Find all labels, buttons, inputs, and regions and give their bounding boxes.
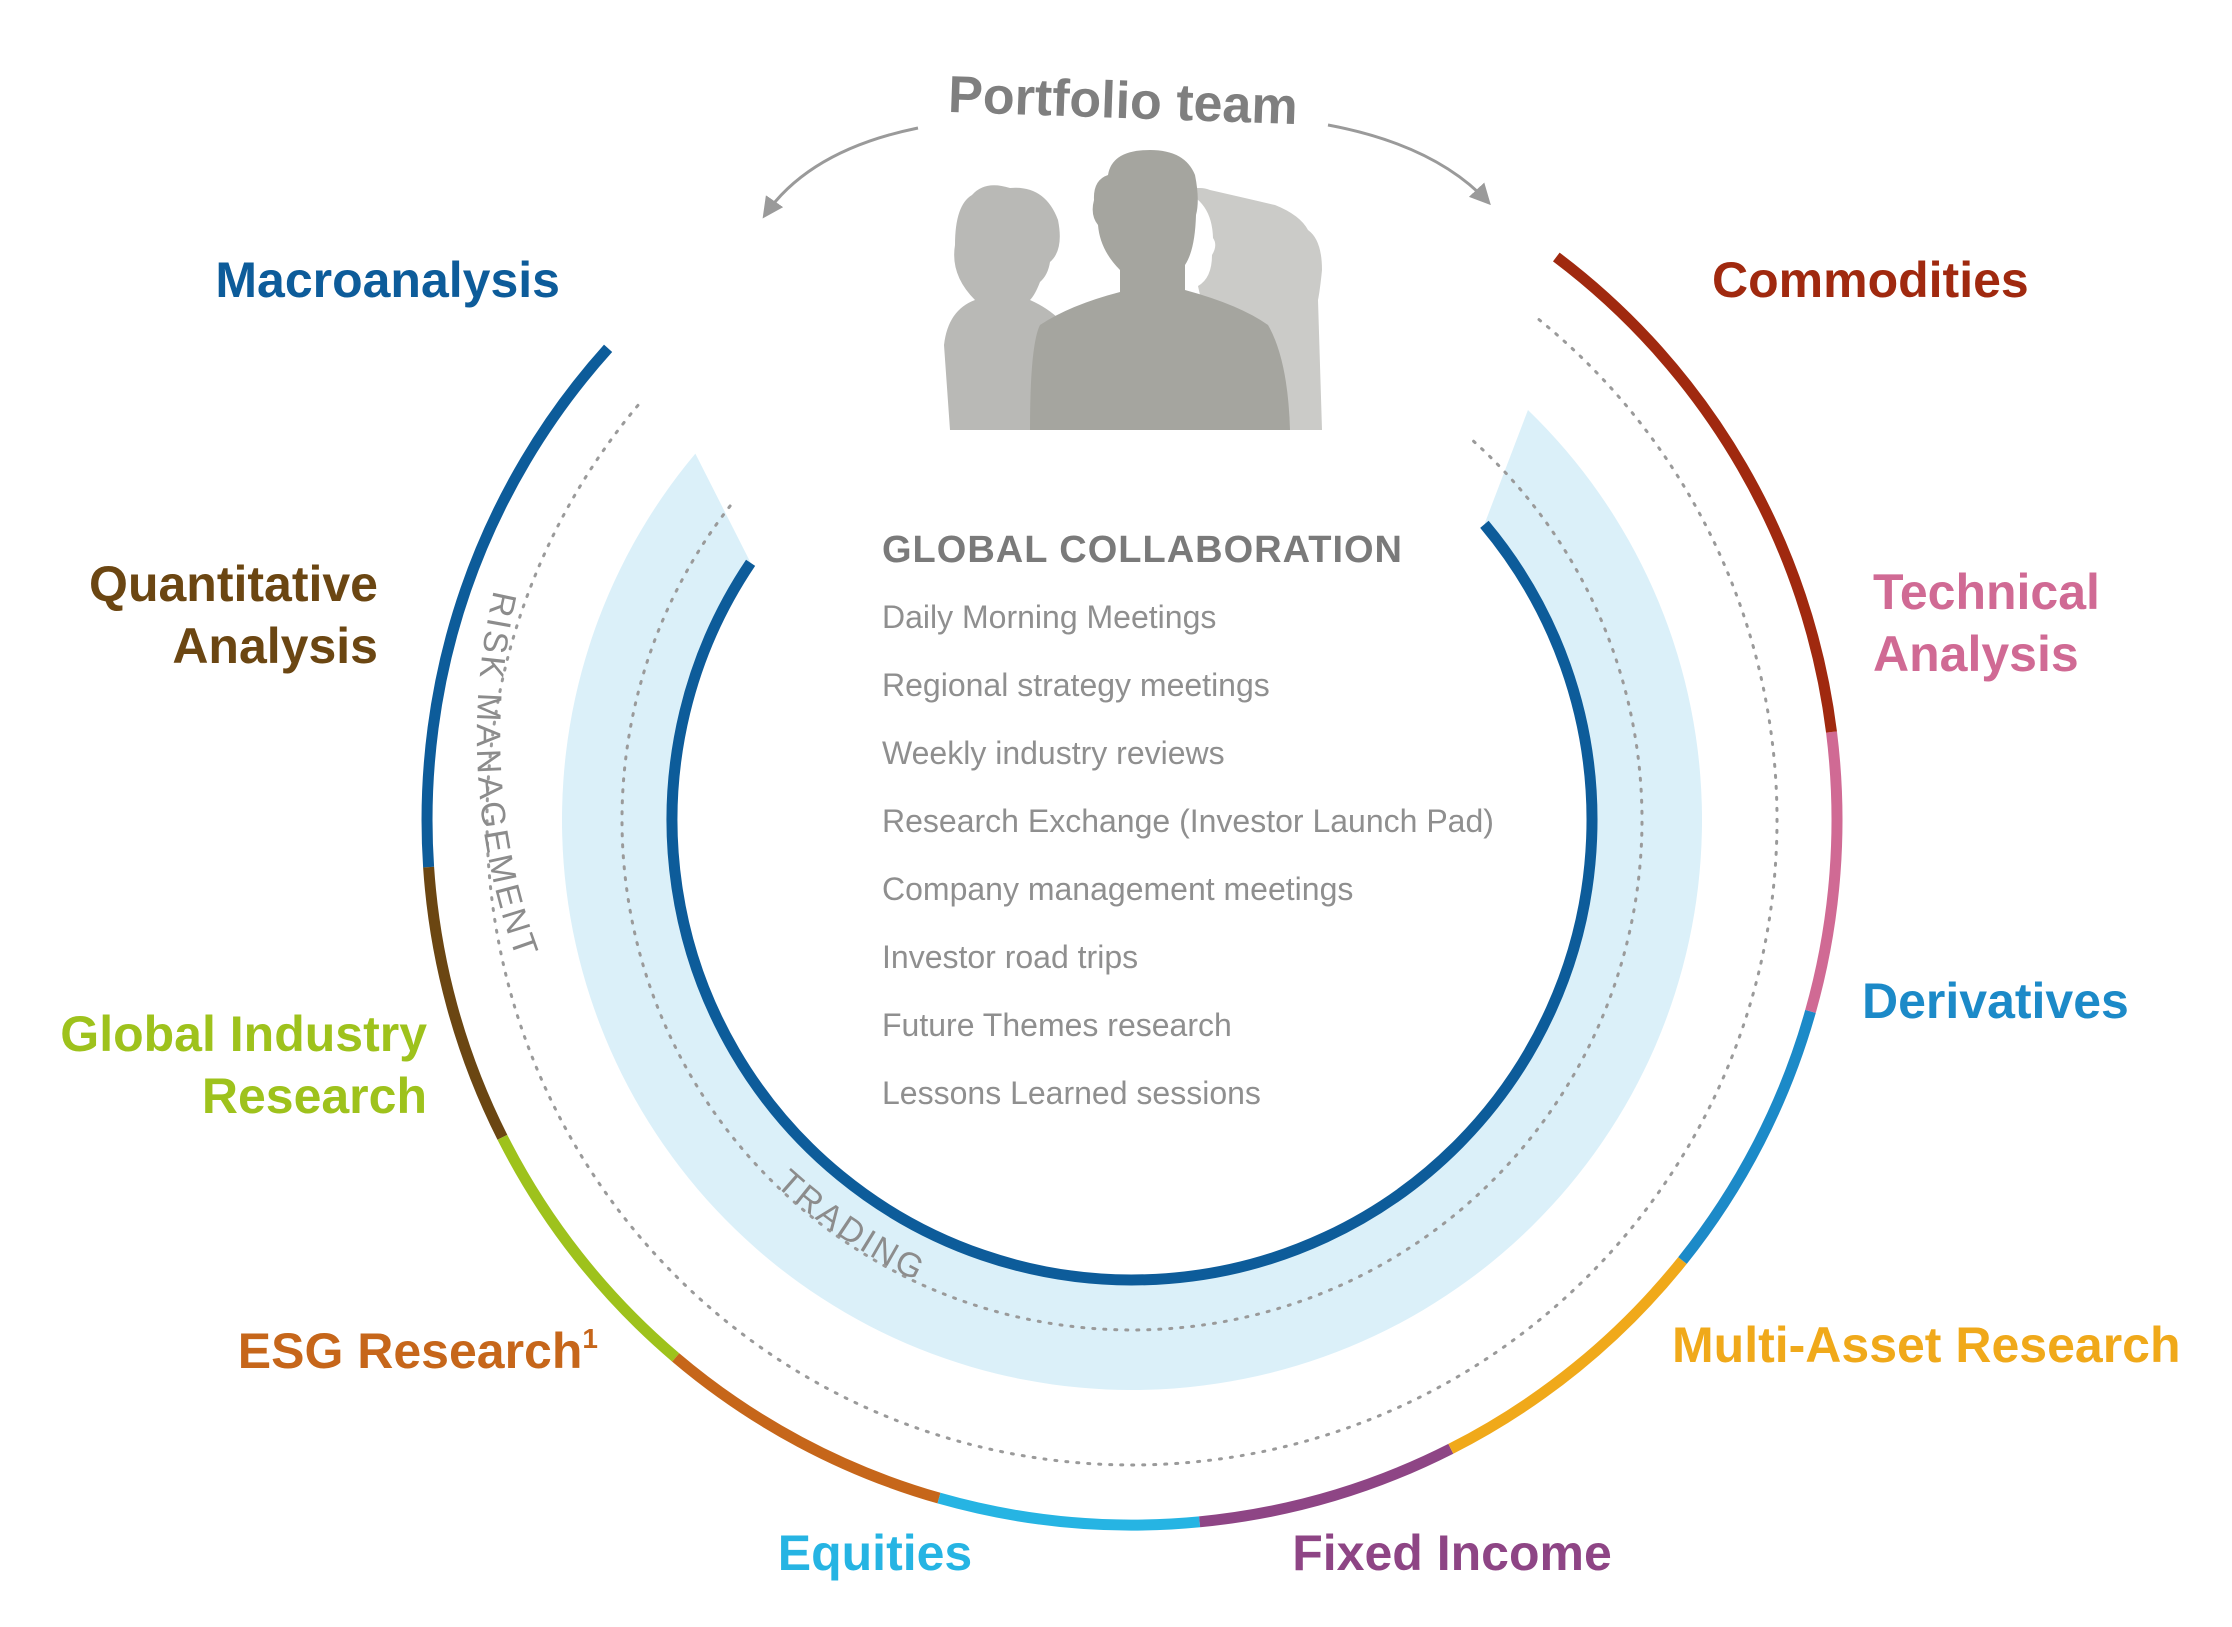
segment-label-line: Commodities [1712,252,2029,308]
risk-management-label: RISK MANAGEMENT [469,588,546,964]
portfolio-team-label: Portfolio team [947,66,1298,136]
center-man-silhouette [1030,150,1290,430]
portfolio-team-arrow-left [762,126,919,219]
segment-label-line: Quantitative [89,556,378,612]
segment-label-fixed-income: Fixed Income [1292,1525,1612,1581]
segment-label-line: Equities [778,1525,972,1581]
segment-label-line: Research [202,1068,427,1124]
segment-arc-esg-research [672,1353,941,1504]
segment-label-line: ESG Research [238,1323,583,1379]
collaboration-item: Lessons Learned sessions [882,1075,1261,1111]
segment-label-line: Analysis [1873,626,2079,682]
collaboration-item: Regional strategy meetings [882,667,1270,703]
segment-arc-equities [937,1492,1201,1531]
woman-silhouette [944,185,1060,430]
collaboration-item: Weekly industry reviews [882,735,1225,771]
portfolio-team-icon [944,150,1322,430]
segment-label-line: Technical [1873,564,2100,620]
segment-label-line: Derivatives [1862,973,2129,1029]
footnote-superscript: 1 [582,1323,598,1354]
collaboration-item: Daily Morning Meetings [882,599,1216,635]
segment-arc-macroanalysis [421,344,613,868]
trading-band [562,409,1703,1390]
portfolio-team-arrow-right [1327,123,1491,206]
risk-management-dotted-ring [485,317,1779,1467]
segment-arc-fixed-income [1199,1443,1454,1528]
segment-arc-derivatives [1678,1009,1816,1264]
research-segments-ring [421,252,1843,1531]
segment-label-commodities: Commodities [1712,252,2029,308]
collaboration-item: Research Exchange (Investor Launch Pad) [882,803,1494,839]
segment-label-derivatives: Derivatives [1862,973,2129,1029]
collaboration-item: Future Themes research [882,1007,1232,1043]
segment-label-line: Multi-Asset Research [1672,1317,2181,1373]
collaboration-item: Company management meetings [882,871,1353,907]
segment-label-line: Global Industry [60,1006,427,1062]
global-collaboration-panel: GLOBAL COLLABORATION Daily Morning Meeti… [882,529,1494,1111]
segment-label-equities: Equities [778,1525,972,1581]
segment-arc-global-industry-research [497,1134,680,1362]
segment-label-esg-research: ESG Research1 [238,1323,598,1379]
segment-arc-quantitative-analysis [423,866,508,1140]
segment-label-line: Analysis [172,618,378,674]
inner-collaboration-ring [666,520,1598,1286]
segment-label-line: Fixed Income [1292,1525,1612,1581]
segment-label-macroanalysis: Macroanalysis [215,252,560,308]
segment-label-multi-asset-research: Multi-Asset Research [1672,1317,2181,1373]
segment-arc-commodities [1552,252,1837,733]
segment-arc-multi-asset-research [1448,1257,1687,1454]
global-collaboration-title: GLOBAL COLLABORATION [882,529,1403,571]
segment-arc-technical-analysis [1805,731,1843,1013]
collaboration-item: Investor road trips [882,939,1138,975]
segment-label-line: Macroanalysis [215,252,560,308]
